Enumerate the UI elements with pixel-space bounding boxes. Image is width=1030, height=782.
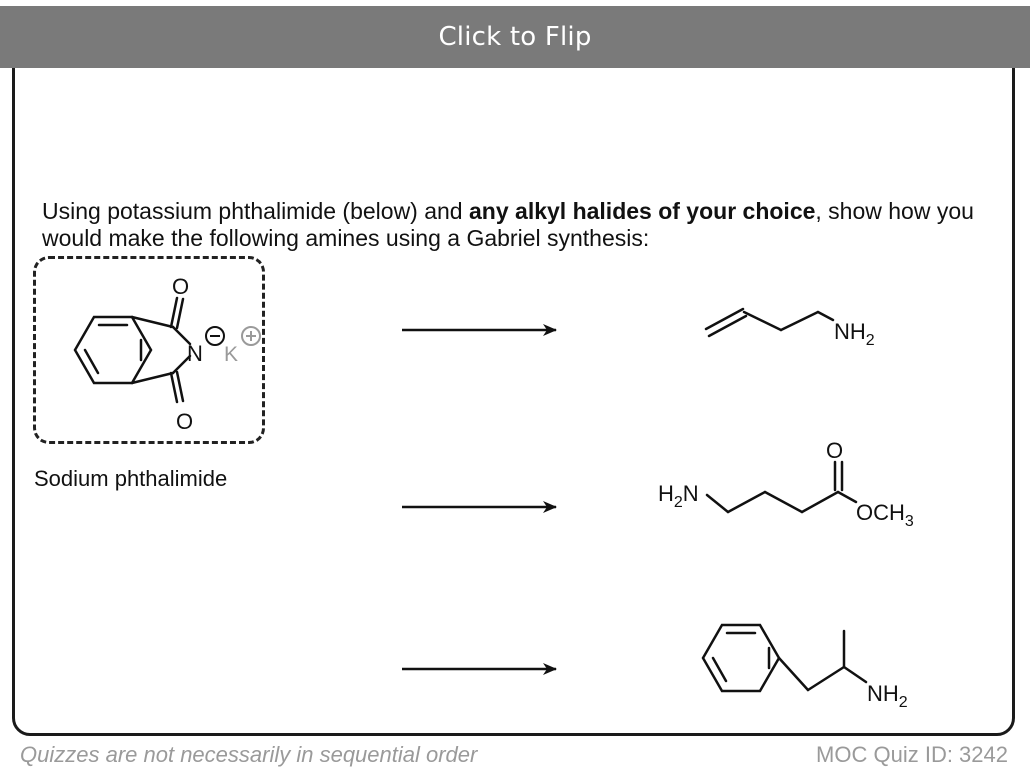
- question-part1: Using potassium phthalimide (below) and: [42, 198, 469, 224]
- phthalimide-structure: [73, 296, 192, 404]
- potassium-cation: K: [224, 343, 238, 366]
- target-2-amine: H2N: [658, 481, 699, 511]
- reagent-box: [33, 256, 265, 444]
- reagent-label: Sodium phthalimide: [34, 466, 228, 491]
- question-text: Using potassium phthalimide (below) and …: [42, 198, 992, 252]
- flashcard[interactable]: [12, 12, 1015, 736]
- quiz-id: MOC Quiz ID: 3242: [816, 742, 1008, 767]
- negative-charge-icon: [205, 326, 225, 346]
- question-bold: any alkyl halides of your choice: [469, 198, 816, 224]
- target-1-amine: NH2: [834, 319, 875, 349]
- target-2-carbonyl-o: O: [826, 438, 843, 463]
- target-structure-1: [704, 307, 835, 338]
- carbonyl-o-top: O: [172, 274, 189, 299]
- nitrogen-atom: N: [187, 341, 203, 366]
- target-3-amine: NH2: [867, 681, 908, 711]
- click-to-flip-button[interactable]: Click to Flip: [0, 6, 1030, 68]
- target-2-ester: OCH3: [856, 500, 914, 530]
- footer-note: Quizzes are not necessarily in sequentia…: [20, 742, 478, 767]
- target-structure-2: [705, 460, 858, 514]
- target-structure-3: [701, 623, 868, 693]
- question-part2: , show how you would make the following …: [42, 198, 974, 251]
- positive-charge-icon: [241, 326, 261, 346]
- carbonyl-o-bottom: O: [176, 409, 193, 434]
